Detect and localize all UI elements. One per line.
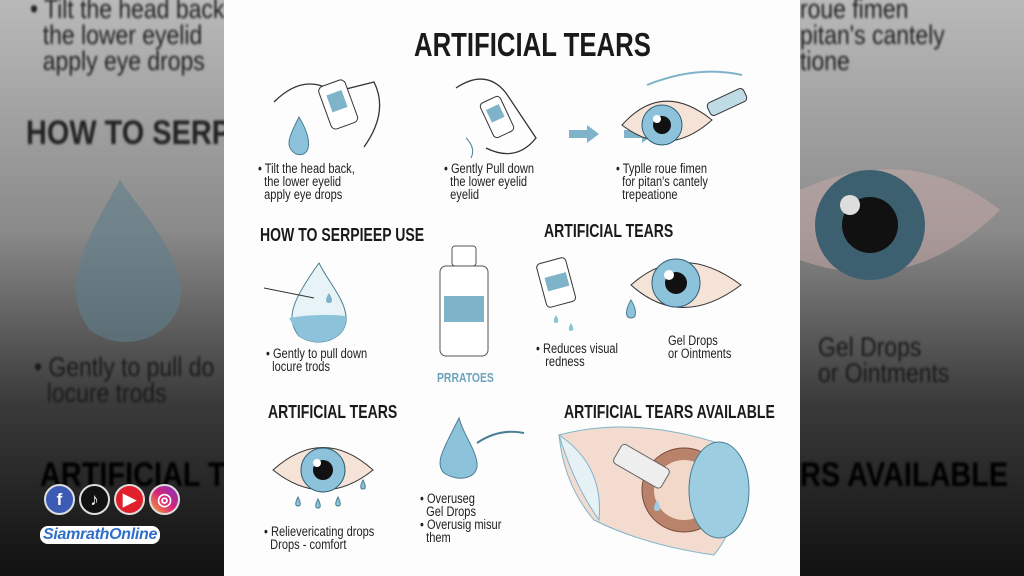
bottle-label: PRRATOES bbox=[437, 370, 494, 385]
social-icons: f ♪ ▶ ◎ bbox=[44, 484, 180, 515]
eye-drop-bottle-illustration bbox=[439, 245, 489, 357]
teardrop-illustration bbox=[263, 262, 347, 343]
bg-heading: RS AVAILABLE bbox=[800, 456, 1009, 494]
step-1-caption: • Tilt the head back, the lower eyelid a… bbox=[258, 161, 355, 202]
tearing-eye-illustration bbox=[272, 447, 374, 509]
hand-bottle-drop-illustration bbox=[273, 79, 381, 156]
bg-text: Gel Drops or Ointments bbox=[818, 332, 950, 388]
step-3-caption: • Typlle roue fimen for pitan's cantely … bbox=[616, 161, 708, 202]
artificial-tears-heading: ARTIFICIAL TEARS bbox=[544, 221, 674, 241]
bottom-left-heading: ARTIFICIAL TEARS bbox=[268, 402, 398, 422]
instagram-icon[interactable]: ◎ bbox=[149, 484, 180, 515]
facebook-icon[interactable]: f bbox=[44, 484, 75, 515]
step-2-caption: • Gently Pull down the lower eyelid eyel… bbox=[444, 161, 535, 202]
brand-watermark: SiamrathOnline bbox=[40, 526, 161, 544]
bg-text: • Tilt the head back the lower eyelid ap… bbox=[30, 0, 224, 76]
bg-heading: HOW TO SERPIE bbox=[26, 114, 224, 152]
background-right: roue fimen pitan's cantely tione Gel Dro… bbox=[800, 0, 1024, 576]
infographic-panel: ARTIFICIAL TEARS • Tilt the head back, t… bbox=[224, 0, 800, 576]
overuse-caption: • Overuseg Gel Drops • Overusig misur th… bbox=[420, 491, 502, 545]
gel-drops-caption: Gel Drops or Ointments bbox=[668, 333, 732, 361]
hand-pulling-eyelid-illustration bbox=[455, 78, 537, 159]
arrow-right-icon bbox=[569, 125, 599, 143]
how-to-caption: • Gently to pull down locure trods bbox=[266, 346, 368, 374]
bg-eye-illustration bbox=[800, 169, 1000, 280]
available-heading: ARTIFICIAL TEARS AVAILABLE bbox=[564, 402, 775, 422]
eye-with-dropper-illustration bbox=[621, 70, 748, 146]
how-to-heading: HOW TO SERPIEEP USE bbox=[260, 225, 425, 245]
bg-drop-illustration bbox=[75, 180, 182, 342]
page-title: ARTIFICIAL TEARS bbox=[414, 26, 651, 63]
eye-closeup-dropper-illustration bbox=[558, 426, 750, 556]
bottle-and-eye-illustration bbox=[536, 257, 742, 331]
youtube-icon[interactable]: ▶ bbox=[114, 484, 145, 515]
bg-text: roue fimen pitan's cantely tione bbox=[800, 0, 945, 76]
tiktok-icon[interactable]: ♪ bbox=[79, 484, 110, 515]
bottom-left-caption: • Relievericating drops Drops - comfort bbox=[264, 524, 375, 552]
gel-drop-illustration bbox=[439, 416, 525, 479]
bg-text: • Gently to pull do locure trods bbox=[34, 352, 215, 408]
reduces-redness-caption: • Reduces visual redness bbox=[536, 341, 619, 369]
background-left: • Tilt the head back the lower eyelid ap… bbox=[0, 0, 224, 576]
